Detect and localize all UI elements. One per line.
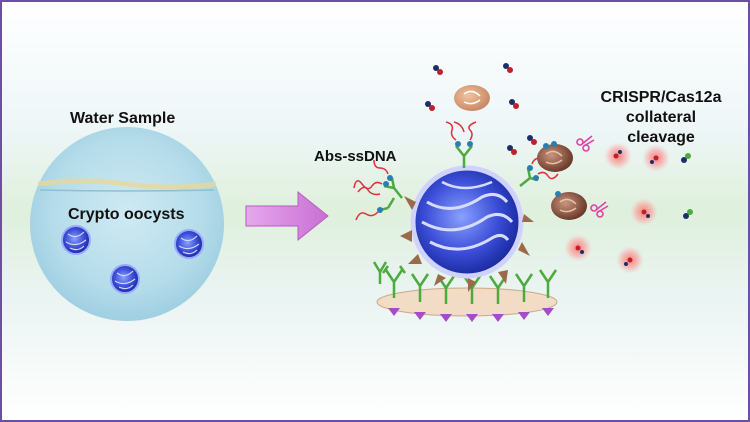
crypto-oocysts-label: Crypto oocysts: [68, 206, 185, 223]
surface-antibodies: [372, 261, 558, 304]
surface-markers: [388, 308, 554, 322]
cas12a-active-1: [537, 141, 573, 172]
water-sample-label: Water Sample: [70, 110, 176, 127]
oocyst-spikes: [400, 196, 534, 292]
water-sample-container: [30, 127, 224, 321]
cas12a-free: [454, 85, 490, 111]
oocyst-large: [410, 165, 524, 279]
crispr-label-line1: CRISPR/Cas12a: [600, 89, 722, 106]
crispr-label-line2: collateral cleavage: [625, 109, 697, 146]
oocyst-small-3: [110, 264, 140, 294]
scissors-icon: [576, 135, 609, 218]
crispr-cas12a-label: CRISPR/Cas12a collateral cleavage: [596, 88, 726, 148]
reporter-molecules: [425, 63, 693, 219]
abs-ssdna-free: [355, 197, 396, 221]
capture-surface: [376, 287, 558, 317]
oocyst-small-1: [61, 225, 91, 255]
abs-ssdna-conjugates: [353, 121, 559, 199]
oocyst-small-2: [174, 229, 204, 259]
cas12a-active-2: [551, 191, 587, 220]
process-arrow: [245, 190, 329, 242]
cleaved-reporter-signals: [564, 142, 670, 274]
abs-ssdna-label: Abs-ssDNA: [314, 148, 397, 165]
